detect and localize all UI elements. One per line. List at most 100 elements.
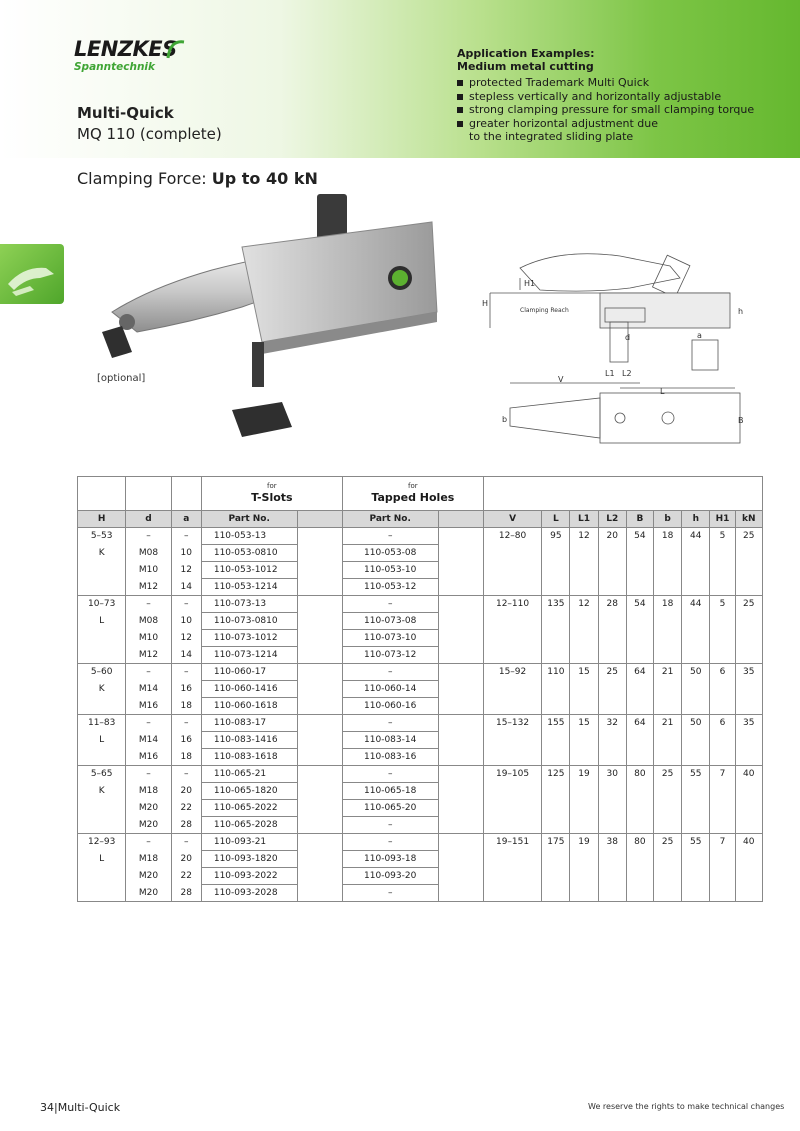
- cell-B: 64: [625, 663, 655, 681]
- cell-B: [625, 816, 655, 834]
- cell-empty: [297, 850, 343, 868]
- cell-part-tslots: 110-065-2028: [200, 816, 298, 834]
- application-bullets: protected Trademark Multi Quick stepless…: [457, 76, 777, 144]
- cell-b: [652, 748, 683, 766]
- cell-type: K: [76, 544, 127, 562]
- clamping-force-value: Up to 40 kN: [211, 169, 318, 188]
- logo-arc-icon: [166, 40, 185, 59]
- cell-L1: [569, 646, 599, 664]
- cell-d: M14: [125, 731, 172, 749]
- cell-empty: [297, 578, 343, 596]
- cell-L1: [569, 544, 599, 562]
- cell-H: 5–60: [76, 663, 127, 681]
- cell-h: 55: [681, 765, 711, 783]
- cell-empty: [437, 765, 484, 783]
- cell-b: 18: [652, 595, 683, 613]
- cell-part-tslots: 110-073-0810: [200, 612, 298, 630]
- cell-H1: 5: [709, 527, 736, 545]
- cell-B: [625, 731, 655, 749]
- cell-L: [541, 612, 571, 630]
- cell-part-tapped: 110-060-16: [341, 697, 439, 715]
- cell-V: [482, 578, 543, 596]
- cell-L: [541, 629, 571, 647]
- cell-empty: [437, 561, 484, 579]
- cell-H1: [709, 850, 736, 868]
- cell-V: [482, 629, 543, 647]
- cell-h: [681, 782, 711, 800]
- cell-B: [625, 799, 655, 817]
- cell-type: K: [76, 680, 127, 698]
- cell-empty: [297, 680, 343, 698]
- cell-a: –: [170, 833, 202, 851]
- cell-H1: [709, 731, 736, 749]
- dim-L: L: [660, 387, 665, 396]
- cell-d: M16: [125, 697, 172, 715]
- cell-empty: [297, 527, 343, 545]
- cell-h: [681, 561, 711, 579]
- cell-a: 14: [170, 578, 202, 596]
- cell-kN: 40: [734, 833, 764, 851]
- cell-d: M12: [125, 578, 172, 596]
- cell-H1: [709, 884, 736, 902]
- col-H: H: [76, 510, 127, 528]
- cell-part-tapped: 110-093-18: [341, 850, 439, 868]
- cell-L2: [597, 731, 627, 749]
- clamping-force-label: Clamping Force:: [77, 169, 212, 188]
- cell-b: [652, 544, 683, 562]
- cell-empty: [437, 544, 484, 562]
- cell-kN: [734, 850, 764, 868]
- cell-h: [681, 612, 711, 630]
- t-slot-nut: [232, 402, 292, 437]
- cell-h: [681, 680, 711, 698]
- cell-d: –: [125, 595, 172, 613]
- product-photo: [optional]: [97, 194, 438, 437]
- cell-V: [482, 646, 543, 664]
- cell-L1: [569, 731, 599, 749]
- cell-d: –: [125, 527, 172, 545]
- cell-H: 5–53: [76, 527, 127, 545]
- cell-h: [681, 867, 711, 885]
- cell-empty: [297, 799, 343, 817]
- cell-empty: [76, 867, 127, 885]
- cell-L2: 20: [597, 527, 627, 545]
- cell-H1: [709, 578, 736, 596]
- col-part-tapped: Part No.: [341, 510, 439, 528]
- cell-V: [482, 867, 543, 885]
- dim-b: b: [502, 415, 507, 424]
- cell-L: 110: [541, 663, 571, 681]
- cell-part-tapped: –: [341, 663, 439, 681]
- cell-empty: [437, 731, 484, 749]
- cell-h: 44: [681, 527, 711, 545]
- optional-label: [optional]: [97, 373, 145, 384]
- dim-a: a: [697, 331, 702, 340]
- clamping-force: Clamping Force: Up to 40 kN: [77, 169, 318, 188]
- cell-empty: [76, 748, 127, 766]
- cell-a: –: [170, 527, 202, 545]
- cell-L1: [569, 680, 599, 698]
- cell-d: –: [125, 765, 172, 783]
- cell-L1: 12: [569, 595, 599, 613]
- cell-empty: [76, 816, 127, 834]
- cell-empty: [297, 884, 343, 902]
- cell-part-tapped: 110-065-18: [341, 782, 439, 800]
- bullet-item: protected Trademark Multi Quick: [457, 76, 777, 90]
- cell-L1: [569, 612, 599, 630]
- cell-a: 22: [170, 799, 202, 817]
- group-tapped-holes: for Tapped Holes: [341, 476, 484, 511]
- cell-H: 11–83: [76, 714, 127, 732]
- cell-H1: [709, 697, 736, 715]
- cell-part-tslots: 110-093-2028: [200, 884, 298, 902]
- col-L: L: [541, 510, 571, 528]
- cell-d: M20: [125, 816, 172, 834]
- cell-a: 18: [170, 748, 202, 766]
- cell-d: M20: [125, 867, 172, 885]
- cell-d: M20: [125, 884, 172, 902]
- cell-empty: [297, 731, 343, 749]
- cell-L2: 28: [597, 595, 627, 613]
